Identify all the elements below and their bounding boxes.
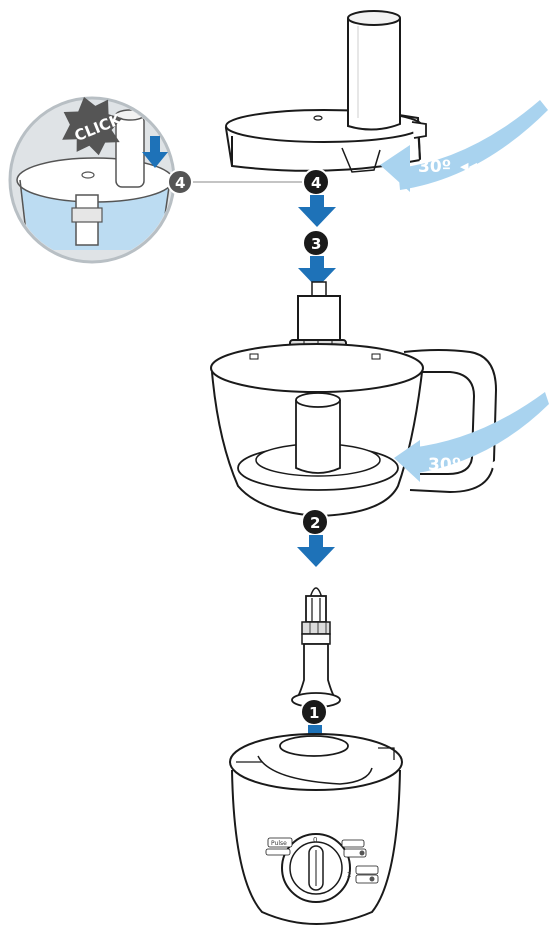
rotation-angle-top: 30º — [418, 157, 451, 177]
curved-rotation-arrow-icon — [410, 392, 549, 474]
bowl-with-handle — [210, 343, 498, 518]
down-arrow-icon — [297, 535, 335, 567]
click-inset: CLICK — [8, 96, 176, 264]
curved-rotation-arrow-icon — [398, 100, 548, 190]
step-1-label: 1 — [309, 704, 319, 722]
rotation-angle-bowl: 30º — [428, 455, 461, 475]
step-4-label: 4 — [311, 174, 321, 192]
motor-base: Pulse 0 2 — [229, 733, 403, 925]
inset-down-arrow-icon — [142, 136, 168, 168]
zero-label: 0 — [313, 836, 317, 844]
down-arrow-icon — [298, 195, 336, 227]
step-3-badge: 3 — [302, 229, 330, 257]
step-4-badge: 4 — [302, 168, 330, 196]
step-2-badge: 2 — [301, 508, 329, 536]
rotation-chevrons-top: ◀◀◀◀◀ — [460, 160, 503, 173]
speed-2-setting-icon — [355, 865, 379, 884]
down-arrow-icon — [298, 256, 336, 288]
rotation-hint-top: 30º ◀◀◀◀◀ — [380, 100, 548, 192]
rotation-chevrons-bowl: ◀◀◀◀◀ — [470, 458, 513, 471]
lid-with-feed-tube — [224, 10, 427, 173]
two-label: 2 — [347, 871, 351, 879]
step-1-badge: 1 — [300, 698, 328, 726]
step-3-label: 3 — [311, 235, 321, 253]
pulse-setting: Pulse — [265, 837, 293, 856]
inset-step-badge: 4 — [167, 169, 193, 195]
inset-step-label: 4 — [175, 174, 185, 192]
pulse-label: Pulse — [271, 840, 287, 847]
step-2-label: 2 — [310, 514, 320, 532]
speed-1-setting-icon — [341, 839, 367, 858]
click-starburst: CLICK — [62, 96, 125, 156]
coupling-shaft — [291, 587, 341, 708]
rotation-hint-bowl: 30º ◀◀◀◀◀ — [394, 392, 549, 482]
